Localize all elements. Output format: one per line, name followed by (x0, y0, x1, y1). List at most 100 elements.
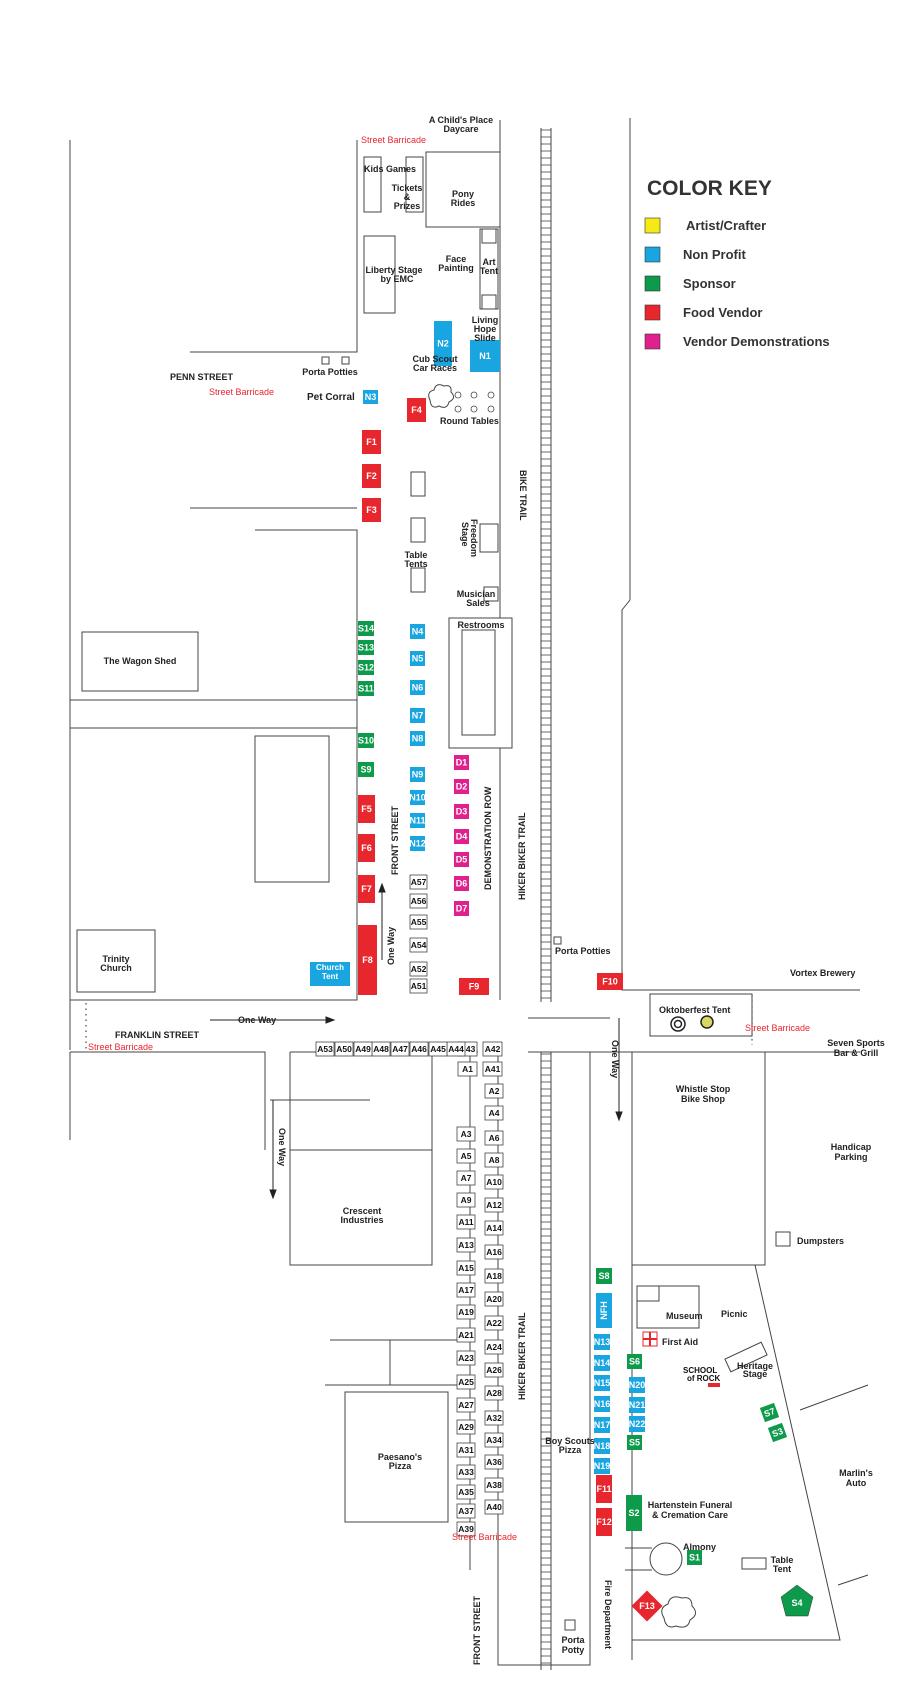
booth-a51[interactable]: A51 (409, 978, 428, 994)
booth-s5[interactable]: S5 (627, 1435, 642, 1450)
booth-a48[interactable]: A48 (371, 1041, 391, 1057)
booth-a25[interactable]: A25 (456, 1374, 476, 1390)
booth-a2[interactable]: A2 (484, 1083, 504, 1099)
booth-a10[interactable]: A10 (484, 1174, 504, 1190)
booth-n17[interactable]: N17 (594, 1417, 611, 1433)
booth-f12[interactable]: F12 (596, 1508, 612, 1536)
booth-a39[interactable]: A39 (456, 1521, 476, 1537)
booth-a20[interactable]: A20 (484, 1291, 504, 1307)
booth-n15[interactable]: N15 (594, 1375, 611, 1391)
booth-f4[interactable]: F4 (407, 398, 426, 422)
booth-n8[interactable]: N8 (410, 731, 425, 746)
booth-a18[interactable]: A18 (484, 1268, 504, 1284)
booth-s4[interactable]: S4 (780, 1584, 814, 1617)
booth-n7[interactable]: N7 (410, 708, 425, 723)
booth-a52[interactable]: A52 (409, 961, 428, 977)
booth-n19[interactable]: N19 (594, 1458, 611, 1474)
booth-f13[interactable]: F13 (631, 1590, 663, 1622)
booth-f10[interactable]: F10 (597, 973, 623, 990)
booth-a49[interactable]: A49 (353, 1041, 373, 1057)
booth-a55[interactable]: A55 (409, 914, 428, 930)
booth-n3[interactable]: N3 (363, 390, 378, 404)
booth-n11[interactable]: N11 (409, 813, 426, 828)
booth-a9[interactable]: A9 (456, 1192, 476, 1208)
booth-d2[interactable]: D2 (454, 779, 469, 794)
booth-d7[interactable]: D7 (454, 901, 469, 916)
booth-a29[interactable]: A29 (456, 1419, 476, 1435)
booth-a38[interactable]: A38 (484, 1477, 504, 1493)
booth-f11[interactable]: F11 (596, 1475, 612, 1503)
booth-d3[interactable]: D3 (454, 804, 469, 819)
booth-a23[interactable]: A23 (456, 1350, 476, 1366)
booth-d4[interactable]: D4 (454, 829, 469, 844)
booth-n4[interactable]: N4 (410, 624, 425, 639)
booth-f3[interactable]: F3 (362, 498, 381, 522)
booth-a56[interactable]: A56 (409, 893, 428, 909)
booth-a53[interactable]: A53 (315, 1041, 335, 1057)
booth-n5[interactable]: N5 (410, 651, 425, 666)
booth-a32[interactable]: A32 (484, 1410, 504, 1426)
booth-n22[interactable]: N22 (629, 1416, 646, 1432)
booth-a33[interactable]: A33 (456, 1464, 476, 1480)
booth-a41[interactable]: A41 (482, 1061, 503, 1077)
booth-a40[interactable]: A40 (484, 1499, 504, 1515)
booth-f1[interactable]: F1 (362, 430, 381, 454)
booth-s12[interactable]: S12 (358, 660, 374, 675)
booth-nfh[interactable]: NFH (596, 1293, 612, 1328)
booth-a46[interactable]: A46 (409, 1041, 429, 1057)
booth-a54[interactable]: A54 (409, 937, 428, 953)
booth-s10[interactable]: S10 (358, 733, 374, 748)
booth-a11[interactable]: A11 (456, 1214, 476, 1230)
booth-s13[interactable]: S13 (358, 640, 374, 655)
booth-a28[interactable]: A28 (484, 1385, 504, 1401)
booth-a31[interactable]: A31 (456, 1442, 476, 1458)
booth-s3[interactable]: S3 (767, 1422, 788, 1443)
booth-a42[interactable]: A42 (482, 1041, 503, 1057)
booth-s1[interactable]: S1 (687, 1550, 702, 1565)
booth-d1[interactable]: D1 (454, 755, 469, 770)
booth-a35[interactable]: A35 (456, 1484, 476, 1500)
booth-a6[interactable]: A6 (484, 1130, 504, 1146)
booth-a26[interactable]: A26 (484, 1362, 504, 1378)
booth-a3[interactable]: A3 (456, 1126, 476, 1142)
booth-a8[interactable]: A8 (484, 1152, 504, 1168)
booth-a27[interactable]: A27 (456, 1397, 476, 1413)
booth-a57[interactable]: A57 (409, 874, 428, 890)
booth-n14[interactable]: N14 (594, 1355, 611, 1371)
booth-a7[interactable]: A7 (456, 1170, 476, 1186)
booth-a24[interactable]: A24 (484, 1339, 504, 1355)
booth-a15[interactable]: A15 (456, 1260, 476, 1276)
booth-a17[interactable]: A17 (456, 1282, 476, 1298)
booth-s14[interactable]: S14 (358, 621, 374, 636)
booth-n2[interactable]: N2 (434, 321, 452, 366)
booth-n13[interactable]: N13 (594, 1334, 611, 1350)
booth-a47[interactable]: A47 (390, 1041, 410, 1057)
booth-n18[interactable]: N18 (594, 1438, 611, 1454)
booth-n9[interactable]: N9 (410, 767, 425, 782)
booth-f6[interactable]: F6 (358, 834, 375, 862)
booth-a16[interactable]: A16 (484, 1244, 504, 1260)
booth-a50[interactable]: A50 (334, 1041, 354, 1057)
booth-f7[interactable]: F7 (358, 875, 375, 903)
booth-d5[interactable]: D5 (454, 852, 469, 867)
booth-n10[interactable]: N10 (409, 790, 426, 805)
booth-a22[interactable]: A22 (484, 1315, 504, 1331)
booth-s7[interactable]: S7 (759, 1402, 780, 1423)
booth-s8[interactable]: S8 (596, 1268, 612, 1284)
booth-f9[interactable]: F9 (459, 978, 489, 995)
booth-a37[interactable]: A37 (456, 1503, 476, 1519)
booth-a12[interactable]: A12 (484, 1197, 504, 1213)
booth-a21[interactable]: A21 (456, 1327, 476, 1343)
booth-n6[interactable]: N6 (410, 680, 425, 695)
booth-a19[interactable]: A19 (456, 1304, 476, 1320)
booth-f2[interactable]: F2 (362, 464, 381, 488)
booth-a13[interactable]: A13 (456, 1237, 476, 1253)
booth-s2[interactable]: S2 (626, 1495, 642, 1531)
booth-n12[interactable]: N12 (409, 836, 426, 851)
booth-n1[interactable]: N1 (470, 340, 500, 372)
booth-a34[interactable]: A34 (484, 1432, 504, 1448)
booth-a14[interactable]: A14 (484, 1220, 504, 1236)
booth-a44[interactable]: A44 (446, 1041, 466, 1057)
booth-a5[interactable]: A5 (456, 1148, 476, 1164)
booth-f8[interactable]: F8 (358, 925, 377, 995)
